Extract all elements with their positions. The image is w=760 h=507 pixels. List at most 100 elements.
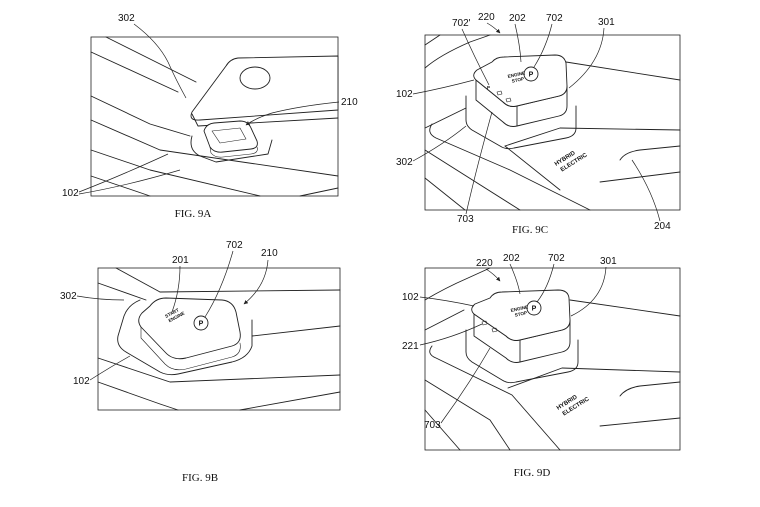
leader-line-302 bbox=[76, 295, 125, 301]
parking-symbol: P bbox=[199, 321, 204, 328]
mode-panel-edge bbox=[507, 367, 681, 389]
console-edge-line bbox=[424, 177, 466, 211]
console-edge-line bbox=[97, 357, 341, 383]
ref-label-702: 702 bbox=[546, 13, 563, 24]
indicator-lamp-221 bbox=[481, 320, 488, 326]
leader-line-702 bbox=[533, 23, 553, 68]
button-side-face bbox=[140, 326, 241, 371]
console-surface-9d bbox=[424, 267, 681, 451]
leader-line-703 bbox=[440, 347, 491, 424]
leader-arrow-210 bbox=[245, 101, 340, 126]
leader-line-301 bbox=[570, 266, 607, 317]
console-edge-line bbox=[251, 325, 341, 337]
button-text-line: ENGINE bbox=[510, 304, 528, 313]
console-surface-9b bbox=[97, 267, 341, 411]
leader-line-102 bbox=[419, 296, 475, 307]
circle-feature-9a bbox=[239, 66, 271, 90]
leader-line-102 bbox=[412, 79, 475, 95]
ref-label-201: 201 bbox=[172, 255, 189, 266]
button-text-line: ENGINE bbox=[507, 70, 525, 79]
console-edge-line bbox=[90, 119, 339, 177]
ref-label-220: 220 bbox=[478, 12, 495, 23]
leader-line-201 bbox=[171, 265, 181, 313]
leader-line-302 bbox=[412, 125, 467, 162]
mode-panel-edge bbox=[504, 127, 681, 147]
ref-label-102: 102 bbox=[396, 89, 413, 100]
console-edge-line bbox=[90, 51, 179, 93]
parking-symbol: P bbox=[532, 306, 537, 313]
console-edge-line bbox=[90, 149, 261, 197]
console-edge-line bbox=[424, 34, 441, 46]
figure-caption-9b: FIG. 9B bbox=[182, 472, 218, 484]
mode-panel-text-9d: HYBRID ELECTRIC bbox=[556, 389, 591, 418]
ref-label-210: 210 bbox=[261, 248, 278, 259]
ref-label-202: 202 bbox=[509, 13, 526, 24]
button-text-9d: ENGINE STOP bbox=[510, 304, 531, 318]
figure-caption-9a: FIG. 9A bbox=[175, 208, 212, 220]
ref-label-302: 302 bbox=[396, 157, 413, 168]
mode-panel-edge bbox=[504, 145, 561, 191]
button-201-9b: P START ENGINE bbox=[117, 297, 253, 376]
panel-top-edge bbox=[159, 289, 341, 293]
console-edge-line bbox=[424, 309, 465, 331]
button-top-face bbox=[138, 297, 241, 360]
figure-9a: 302 210 102 FIG. 9A bbox=[62, 13, 358, 220]
button-top-face bbox=[473, 54, 568, 107]
button-recess bbox=[190, 135, 273, 163]
figure-caption-9c: FIG. 9C bbox=[512, 224, 548, 236]
indicator-text-702-prime: P bbox=[487, 85, 490, 90]
leader-line-202 bbox=[509, 263, 521, 295]
leader-line-102 bbox=[78, 153, 169, 193]
console-edge-line bbox=[565, 61, 681, 81]
mode-panel-edge bbox=[619, 145, 681, 161]
mode-panel-edge bbox=[599, 417, 681, 427]
button-pedestal bbox=[465, 329, 579, 384]
mode-panel-text-9c: HYBRID ELECTRIC bbox=[554, 145, 589, 174]
button-text-line: START bbox=[164, 307, 180, 319]
leader-arrow-220 bbox=[485, 268, 501, 282]
mode-panel-edge bbox=[599, 171, 681, 183]
console-edge-line bbox=[115, 267, 161, 293]
button-210-9a bbox=[190, 120, 273, 163]
raised-panel-front bbox=[191, 113, 339, 127]
button-side-face bbox=[209, 146, 258, 158]
leader-line-702-prime bbox=[461, 28, 490, 86]
parking-icon bbox=[523, 66, 539, 82]
ref-label-302: 302 bbox=[60, 291, 77, 302]
button-text-line: STOP bbox=[514, 310, 527, 317]
frame-9a bbox=[90, 36, 339, 197]
ref-label-221: 221 bbox=[402, 341, 419, 352]
raised-panel-top bbox=[190, 55, 339, 121]
ref-label-301: 301 bbox=[598, 17, 615, 28]
ref-label-210: 210 bbox=[341, 97, 358, 108]
ref-label-102: 102 bbox=[402, 292, 419, 303]
frame-9c bbox=[424, 34, 681, 211]
indicator-lamp bbox=[491, 327, 498, 333]
button-202-9c: P ENGINE STOP P bbox=[465, 54, 577, 150]
ref-label-102: 102 bbox=[73, 376, 90, 387]
leader-line-221 bbox=[419, 323, 483, 346]
ref-label-702-prime: 702' bbox=[452, 18, 471, 29]
console-edge-line bbox=[239, 391, 341, 411]
ref-label-204: 204 bbox=[654, 221, 671, 232]
leader-arrow-210 bbox=[243, 259, 269, 305]
ref-label-703: 703 bbox=[424, 420, 441, 431]
leader-line-204 bbox=[631, 159, 661, 222]
console-edge-line bbox=[424, 149, 521, 211]
console-edge-line bbox=[105, 36, 197, 83]
frame-9b bbox=[97, 267, 341, 411]
figure-9d: HYBRID ELECTRIC P ENGINE STOP 220 202 70… bbox=[402, 253, 681, 479]
button-pedestal bbox=[465, 95, 577, 150]
ref-label-302: 302 bbox=[118, 13, 135, 24]
parking-icon bbox=[193, 315, 209, 331]
indicator-lamp bbox=[505, 97, 512, 103]
indicator-lamp bbox=[496, 90, 503, 96]
parking-icon bbox=[526, 300, 542, 316]
button-inner-face bbox=[211, 127, 247, 144]
leader-line-702 bbox=[536, 263, 555, 303]
ref-label-702: 702 bbox=[548, 253, 565, 264]
ref-label-202: 202 bbox=[503, 253, 520, 264]
console-edge-line bbox=[299, 187, 339, 197]
mode-panel-edge bbox=[619, 381, 681, 397]
console-surface-9c bbox=[424, 34, 681, 211]
